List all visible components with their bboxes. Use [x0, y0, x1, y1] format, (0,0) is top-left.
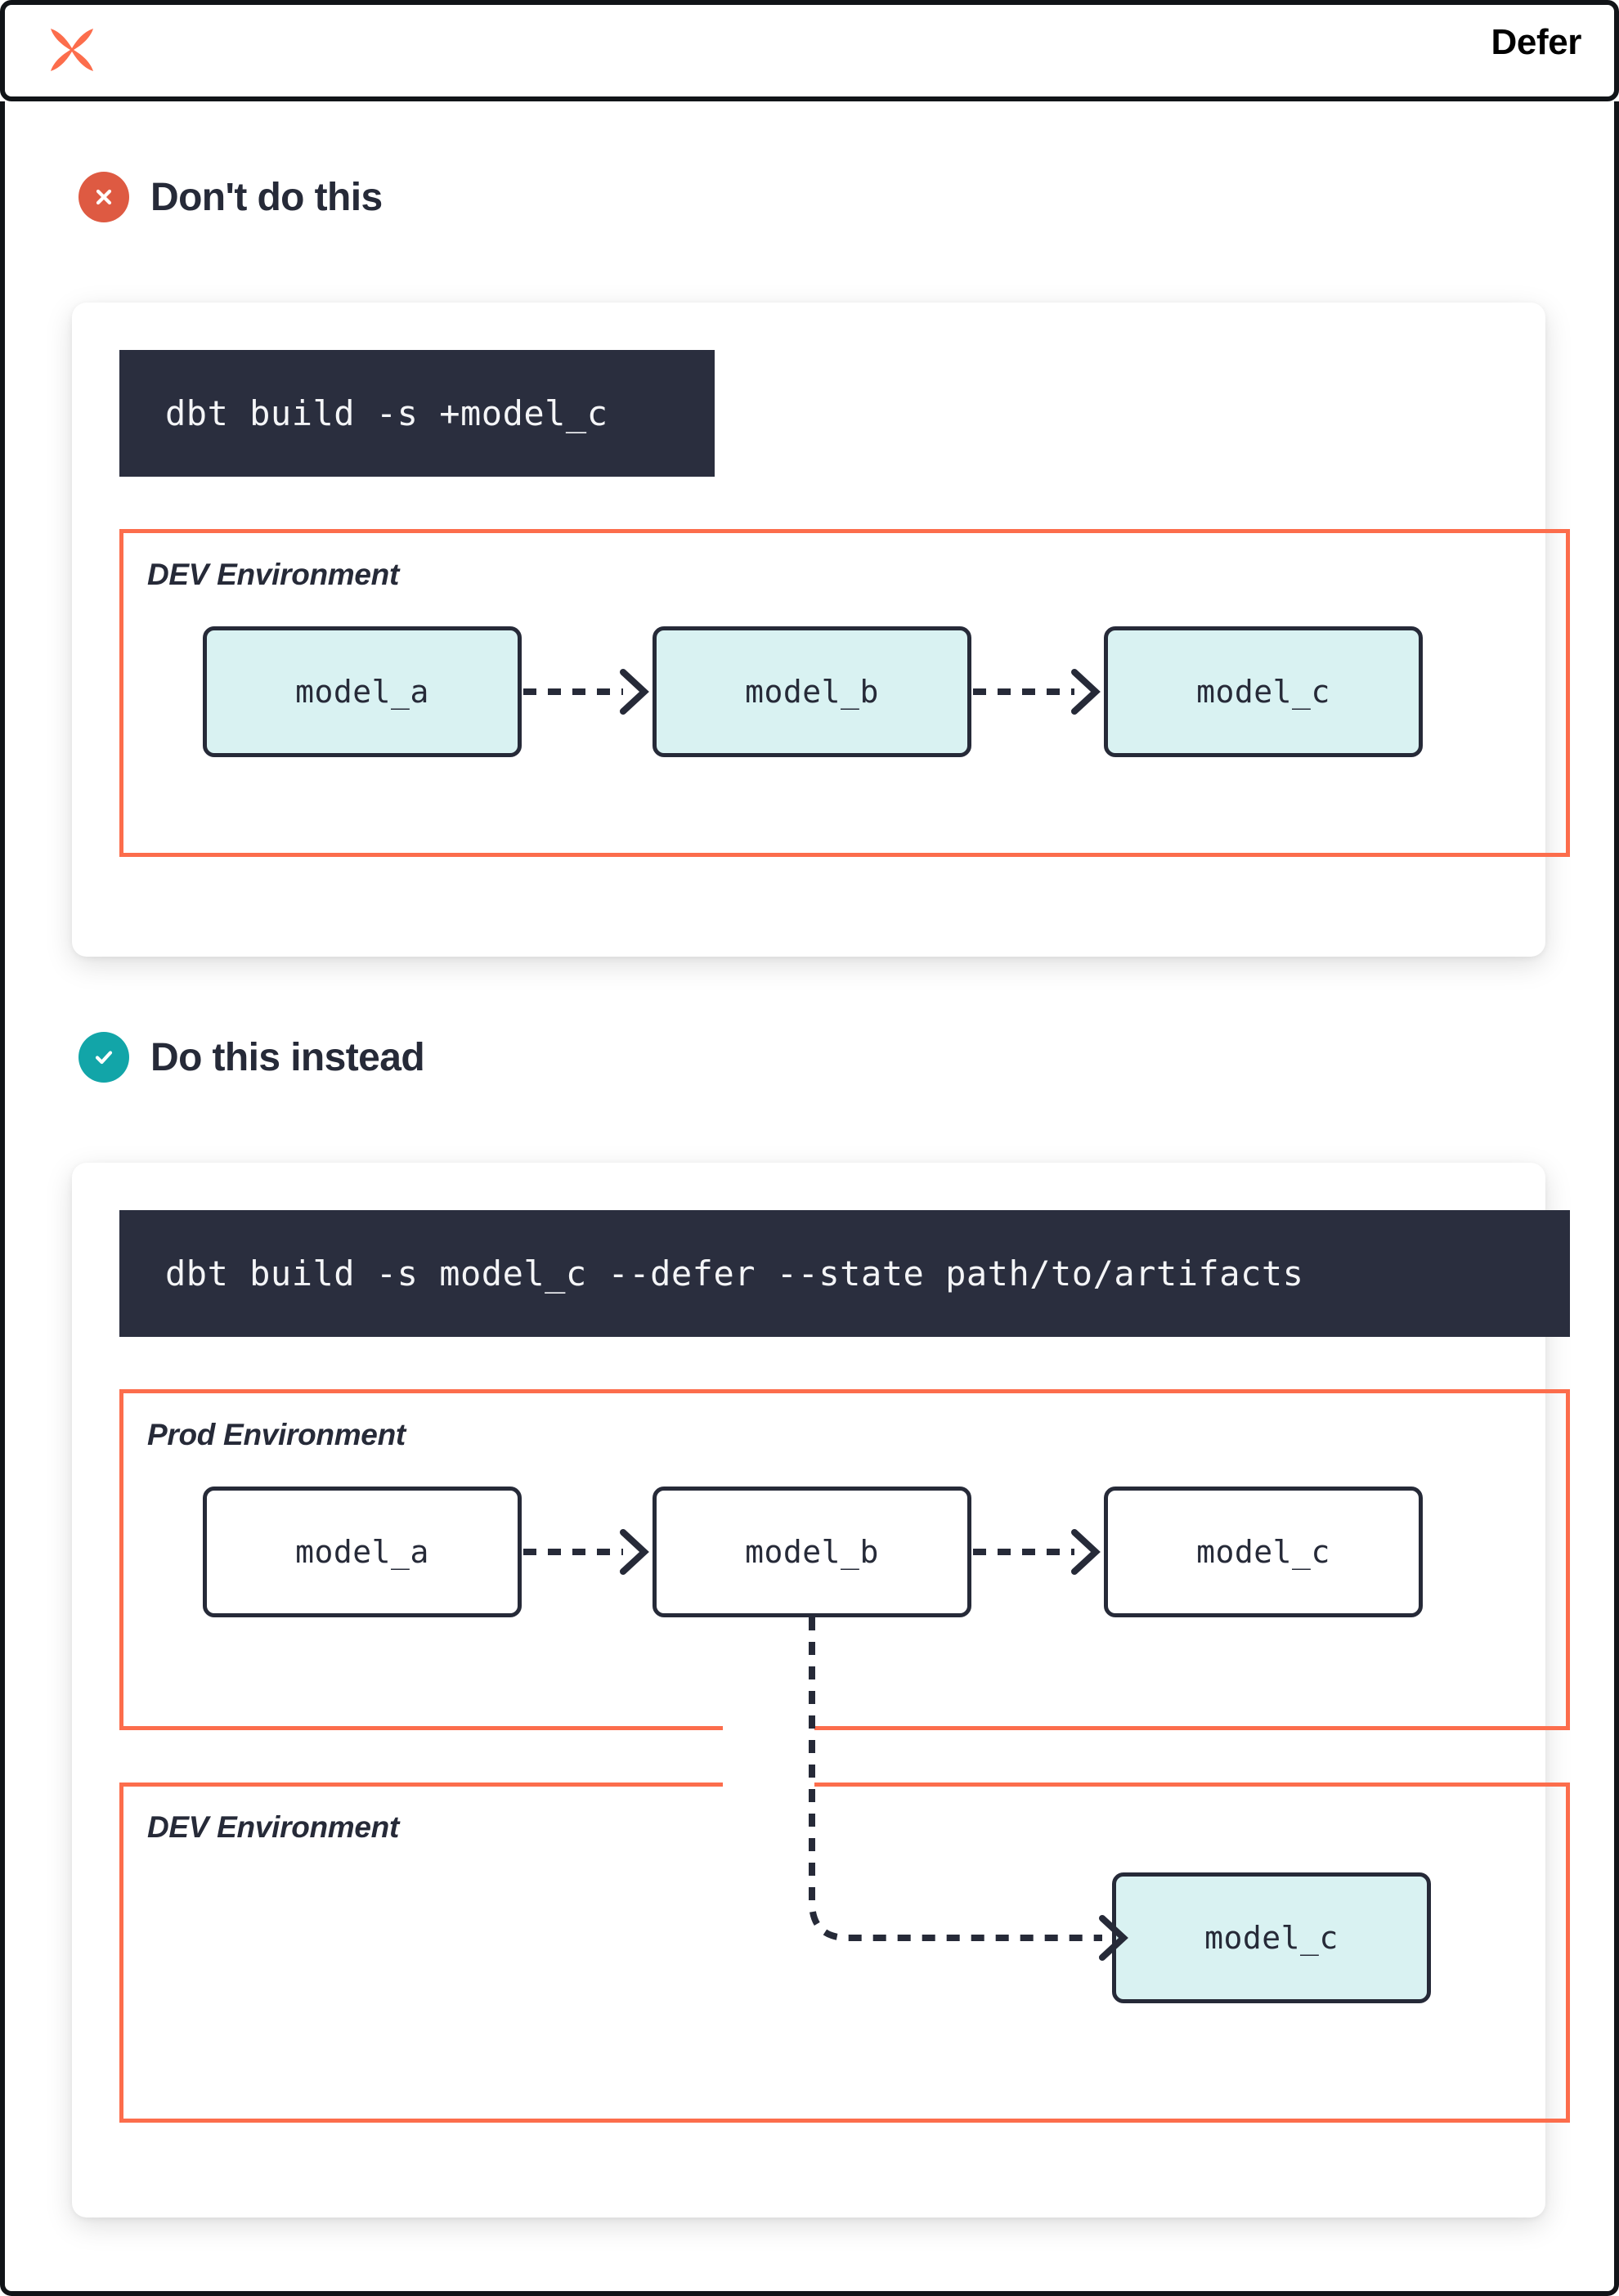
- env-box-dont-dev-bottom: [119, 697, 1570, 857]
- env-border-gap-dev: [723, 1778, 814, 1791]
- arrow-a-to-b-prod: [523, 1529, 649, 1575]
- command-block-do: dbt build -s model_c --defer --state pat…: [119, 1210, 1570, 1337]
- command-block-dont: dbt build -s +model_c: [119, 350, 715, 477]
- section-title-dont: Don't do this: [150, 175, 383, 219]
- check-icon: [78, 1032, 129, 1083]
- card-do: dbt build -s model_c --defer --state pat…: [72, 1163, 1570, 2218]
- arrow-a-to-b-dont: [523, 669, 649, 715]
- section-title-do: Do this instead: [150, 1035, 425, 1079]
- env-box-dont-dev-top: [119, 529, 1570, 697]
- env-label-prod: Prod Environment: [147, 1418, 406, 1451]
- x-icon: [78, 172, 129, 222]
- node-model-b-prod[interactable]: model_b: [653, 1487, 971, 1617]
- env-box-do-dev-bottom: [119, 1946, 1570, 2123]
- arrow-defer-prod-b-to-dev-c: [809, 1617, 1128, 1961]
- env-box-prod-top: [119, 1389, 1570, 1553]
- node-model-c-dev[interactable]: model_c: [1104, 626, 1423, 757]
- env-label-dont-dev: DEV Environment: [147, 558, 399, 591]
- card-dont: dbt build -s +model_c DEV Environment mo…: [72, 303, 1570, 957]
- node-model-b-dev[interactable]: model_b: [653, 626, 971, 757]
- arrow-b-to-c-dont: [973, 669, 1101, 715]
- section-heading-do: Do this instead: [78, 1032, 425, 1083]
- env-border-gap-prod: [723, 1722, 814, 1735]
- env-box-prod-bottom: [119, 1553, 1570, 1730]
- window-header-frame: [0, 0, 1619, 101]
- dbt-logo-icon: [43, 20, 101, 79]
- node-model-a-dev[interactable]: model_a: [203, 626, 522, 757]
- page-title: Defer: [1491, 22, 1582, 62]
- env-label-do-dev: DEV Environment: [147, 1810, 399, 1844]
- node-model-a-prod[interactable]: model_a: [203, 1487, 522, 1617]
- env-box-do-dev-top: [119, 1783, 1570, 1946]
- node-model-c-prod[interactable]: model_c: [1104, 1487, 1423, 1617]
- node-model-c-dev-deferred[interactable]: model_c: [1112, 1872, 1431, 2003]
- arrow-b-to-c-prod: [973, 1529, 1101, 1575]
- section-heading-dont: Don't do this: [78, 172, 383, 222]
